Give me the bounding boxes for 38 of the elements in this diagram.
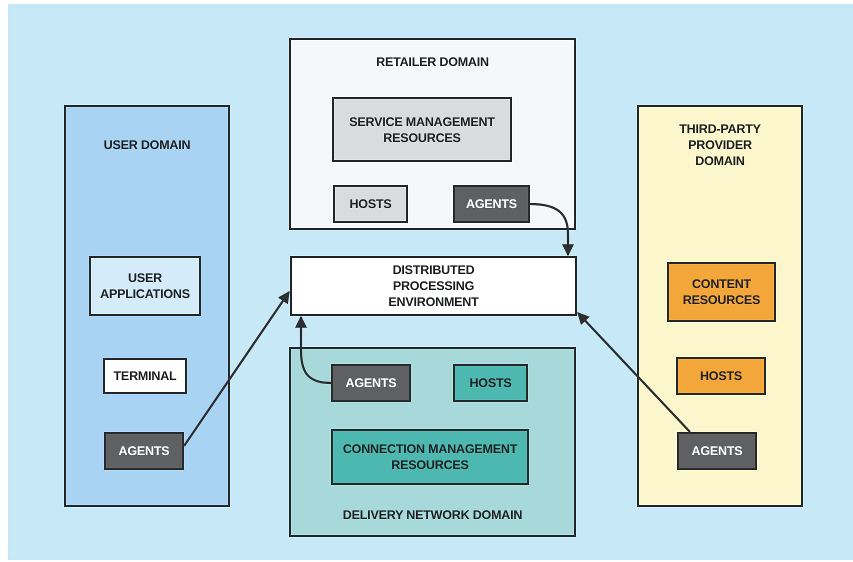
domain-box xyxy=(289,38,576,230)
domain-box xyxy=(64,105,230,507)
box-label: CONTENT RESOURCES xyxy=(682,276,762,308)
component-box xyxy=(667,262,776,322)
component-box xyxy=(89,256,201,316)
component-box xyxy=(333,185,408,223)
box-label: HOSTS xyxy=(469,375,512,391)
box-label: SERVICE MANAGEMENT RESOURCES xyxy=(348,114,496,146)
domain-heading: THIRD-PARTY PROVIDER DOMAIN xyxy=(678,121,762,169)
component-box xyxy=(331,364,411,402)
box-label: CONNECTION MANAGEMENT RESOURCES xyxy=(342,441,518,473)
domain-heading: DELIVERY NETWORK DOMAIN xyxy=(342,507,522,523)
domain-heading: RETAILER DOMAIN xyxy=(376,54,489,70)
component-box xyxy=(104,432,184,470)
domain-box xyxy=(637,105,803,507)
box-label: DISTRIBUTED PROCESSING ENVIRONMENT xyxy=(387,262,480,310)
box-label: HOSTS xyxy=(700,368,742,384)
box-label: AGENTS xyxy=(692,443,742,459)
component-box xyxy=(676,357,766,395)
arrow xyxy=(183,291,290,447)
box-label: USER APPLICATIONS xyxy=(99,270,191,302)
component-box xyxy=(453,364,528,402)
box-label: AGENTS xyxy=(466,196,517,212)
domain-heading: USER DOMAIN xyxy=(104,137,190,153)
component-box xyxy=(453,185,530,223)
box-label: HOSTS xyxy=(349,196,392,212)
arrow xyxy=(577,312,691,433)
component-box xyxy=(331,429,529,485)
box-label: TERMINAL xyxy=(114,368,176,384)
component-box xyxy=(290,256,577,316)
box-label: AGENTS xyxy=(346,375,396,391)
arrow xyxy=(530,202,574,256)
box-label: AGENTS xyxy=(118,443,170,459)
domain-box xyxy=(289,347,576,537)
component-box xyxy=(677,432,757,470)
arrow xyxy=(295,316,332,384)
component-box xyxy=(332,97,512,162)
component-box xyxy=(103,358,187,394)
